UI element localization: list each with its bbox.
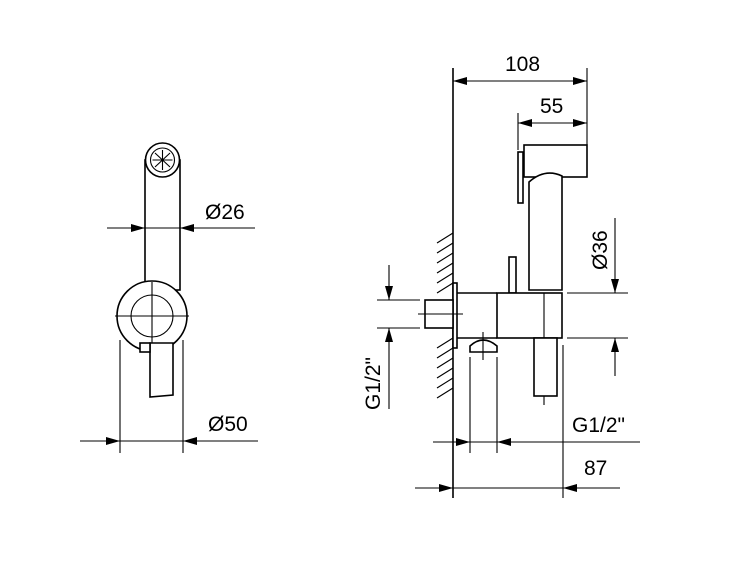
- handshower-button: [517, 151, 524, 204]
- handshower-head: [523, 144, 588, 178]
- valve-lever: [149, 342, 174, 398]
- wall-hatching: [436, 232, 454, 399]
- dim-head-length: 55: [540, 95, 563, 118]
- dim-body-projection: 87: [584, 457, 607, 480]
- dim-side-handshower-diameter: Ø26: [205, 201, 245, 224]
- lever-nub: [139, 342, 151, 353]
- front-view: 108 55 Ø36 G1/2" G1/2" 87: [362, 53, 640, 498]
- spray-nozzles: [152, 150, 173, 170]
- handshower-handle: [528, 172, 563, 291]
- dim-outlet-thread: G1/2": [572, 414, 625, 437]
- dim-inlet-thread: G1/2": [362, 357, 385, 410]
- side-view: Ø26 Ø50: [80, 142, 258, 453]
- valve-body: [496, 292, 563, 339]
- dim-handshower-diameter: Ø36: [589, 230, 612, 270]
- dim-overall-projection: 108: [505, 53, 540, 76]
- spray-face-icon: [149, 147, 176, 173]
- handshower-handle: [144, 159, 181, 291]
- dim-side-body-diameter: Ø50: [208, 413, 248, 436]
- hose-connector: [533, 337, 558, 397]
- valve-lever: [508, 256, 517, 294]
